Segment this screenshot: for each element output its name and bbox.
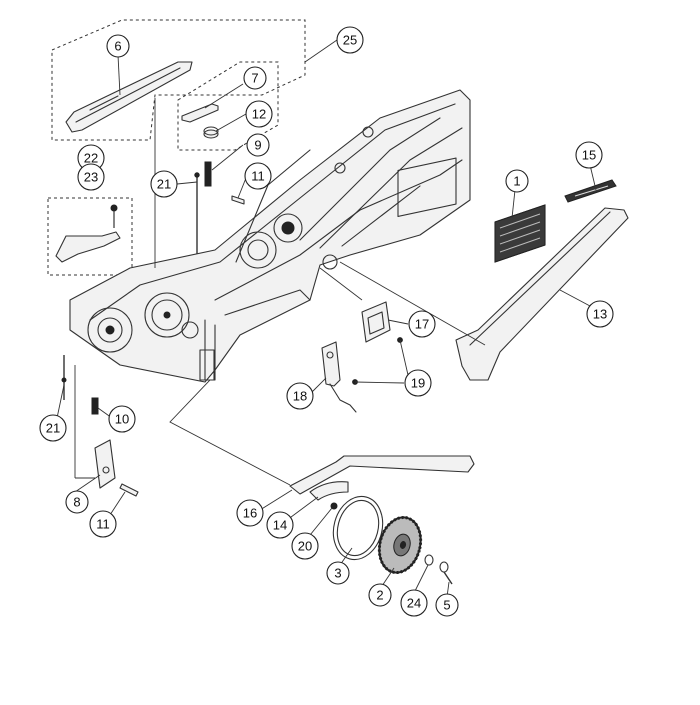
part-13-side-rail: [455, 207, 629, 381]
callout-label: 11: [251, 169, 265, 184]
part-14-arc-guide: [309, 481, 349, 501]
callout-label: 19: [411, 376, 425, 391]
part-19-screws: [352, 337, 403, 385]
part-9-spring: [204, 161, 212, 187]
part-8-latch: [94, 439, 116, 489]
feeder-main-body: [69, 89, 471, 383]
callout-8: 8: [65, 490, 89, 514]
callout-21-top: 21: [150, 170, 178, 198]
part-15-strip: [564, 179, 617, 203]
part-22-23-bracket: [55, 204, 121, 263]
callout-5: 5: [435, 593, 459, 617]
group-box-7-12: [177, 61, 279, 151]
callout-label: 13: [593, 307, 607, 322]
callout-23: 23: [77, 163, 105, 191]
callout-label: 18: [293, 389, 307, 404]
callout-label: 25: [343, 33, 357, 48]
callout-label: 8: [73, 495, 80, 510]
callout-6: 6: [106, 34, 130, 58]
callout-label: 6: [114, 39, 121, 54]
group-box-22-23: [47, 197, 133, 276]
callout-3: 3: [326, 561, 350, 585]
callout-19: 19: [404, 369, 432, 397]
callout-9: 9: [246, 133, 270, 157]
part-21-pin-top: [194, 172, 200, 262]
leader-lines: [56, 39, 597, 598]
callout-label: 15: [582, 148, 596, 163]
callout-label: 21: [46, 421, 60, 436]
callout-label: 22: [84, 151, 98, 166]
callout-label: 17: [415, 317, 429, 332]
callout-13: 13: [586, 300, 614, 328]
callout-17: 17: [408, 310, 436, 338]
part-5-screw: [439, 561, 453, 585]
part-11-pin-top: [231, 195, 245, 205]
callout-11-bottom: 11: [89, 510, 117, 538]
callout-20: 20: [291, 532, 319, 560]
callout-2: 2: [368, 583, 392, 607]
callout-label: 2: [376, 588, 383, 603]
part-20-pin: [330, 502, 338, 510]
callout-12: 12: [245, 100, 273, 128]
part-24-washer: [424, 554, 434, 566]
callout-label: 24: [407, 596, 421, 611]
callout-14: 14: [266, 511, 294, 539]
callout-label: 16: [243, 506, 257, 521]
callout-7: 7: [243, 66, 267, 90]
callout-25: 25: [336, 26, 364, 54]
callout-label: 3: [334, 566, 341, 581]
callout-16: 16: [236, 499, 264, 527]
callout-11-top: 11: [244, 162, 272, 190]
callout-24: 24: [400, 589, 428, 617]
callout-22: 22: [77, 144, 105, 172]
part-7-bracket: [181, 103, 219, 123]
callout-label: 5: [443, 598, 450, 613]
callout-label: 10: [115, 412, 129, 427]
callout-label: 1: [513, 174, 520, 189]
callout-label: 7: [251, 71, 258, 86]
callout-15: 15: [575, 141, 603, 169]
part-11-pin-bottom: [119, 483, 139, 497]
callout-21-bottom: 21: [39, 414, 67, 442]
part-10-spring: [91, 397, 99, 415]
callout-label: 21: [157, 177, 171, 192]
part-12-nut: [203, 126, 219, 139]
part-18-lever: [321, 341, 357, 413]
part-6-cover-rail: [65, 61, 193, 133]
part-17-cover: [361, 301, 391, 343]
callout-label: 14: [273, 518, 287, 533]
callout-label: 20: [298, 539, 312, 554]
callout-18: 18: [286, 382, 314, 410]
callout-10: 10: [108, 405, 136, 433]
callout-label: 11: [96, 517, 110, 532]
part-21-pin-bottom: [61, 355, 67, 400]
part-2-sprocket: [377, 515, 423, 575]
group-box-25: [51, 19, 306, 141]
part-1-label-plate: [494, 204, 546, 263]
callout-label: 12: [252, 107, 266, 122]
callout-1: 1: [505, 169, 529, 193]
part-16-arm: [289, 455, 475, 495]
callout-label: 23: [84, 170, 98, 185]
callout-label: 9: [254, 138, 261, 153]
